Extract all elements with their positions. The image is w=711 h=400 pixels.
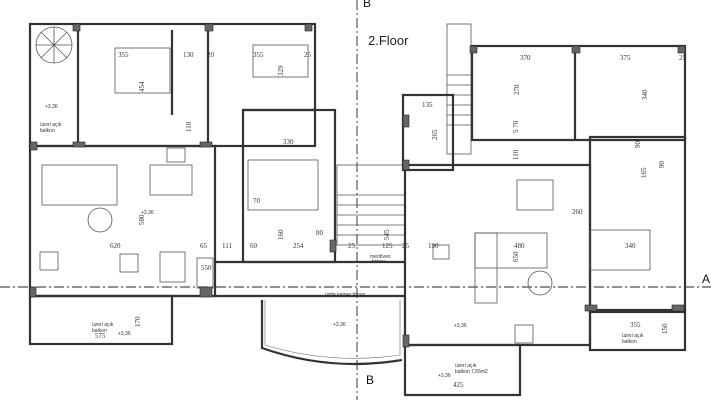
bed [247,159,319,211]
dim: 110 [185,121,193,132]
balcony-label: üzeri açık [622,333,644,339]
dim: 340 [641,89,649,100]
sofa [474,232,548,269]
dim: 65 [200,242,208,250]
dim: 355 [118,51,129,59]
dim: 425 [453,381,464,389]
dim: 150 [661,323,669,334]
dim: 125 [382,242,393,250]
dim: 650 [512,251,520,262]
dim: 254 [293,242,304,250]
dim: 375 [620,54,631,62]
dim: 355 [630,321,641,329]
room-labels: üzeri açık balkon üzeri açık balkon üzer… [40,104,644,379]
dim: 130 [183,51,194,59]
stairs [336,23,472,246]
dim: 165 [640,167,648,178]
dim: 20 [207,51,215,59]
dining-table [516,179,554,211]
dim: 25 [348,242,356,250]
dim: 70 [253,197,261,205]
dim: 90 [658,161,666,169]
floor-title: 2.Floor [368,33,409,48]
dim: 111 [222,242,232,250]
cooktop [166,147,186,163]
rug [87,207,113,233]
dim: 545 [383,229,391,240]
dim: 25 [304,51,312,59]
balcony-label: üzeri açık [455,363,477,369]
bed [114,47,171,94]
dim: 575 [95,332,106,340]
dim: 160 [277,229,285,240]
dim: 25 [402,242,410,250]
dim: 580 [138,214,146,225]
sofa [41,164,118,206]
section-marker-b-bottom: B [366,373,374,387]
dining-table [159,251,186,283]
balcony-label: balkon [622,339,637,345]
dim: 550 [201,264,212,272]
dim: 620 [110,242,121,250]
elevation-label: +3,36 [454,323,467,329]
elevation-label: +3,36 [141,210,154,216]
dim: 265 [431,129,439,140]
arch-label: üstte kemer hizası [325,292,366,298]
rug [527,270,553,296]
balcony-bottom-center [403,343,522,397]
section-marker-a: A [702,272,710,286]
dim: 454 [138,81,146,92]
dim: 355 [253,51,264,59]
dimension-labels: 355 130 20 355 25 454 329 110 330 370 37… [95,51,687,389]
bed [252,44,309,78]
elevation-label: +3,36 [45,104,58,110]
balcony-bottom-right [588,308,687,352]
dim: 370 [520,54,531,62]
dim: 25 [679,54,687,62]
elevation-label: +3,36 [118,331,131,337]
dim: 270 [513,84,521,95]
dim: 170 [134,316,142,327]
dim: 80 [316,229,324,237]
arch-balcony [264,300,401,359]
dim: 480 [514,242,525,250]
dim: 260 [572,208,583,216]
stair-label: merdiven [370,254,391,260]
stair-label: hizası [372,259,385,265]
dining-table [149,164,193,196]
dim: 329 [277,65,285,76]
right-unit [401,44,687,397]
dim: 190 [428,242,439,250]
elevation-label: +3,36 [438,373,451,379]
balcony-label: üzeri açık [40,122,62,128]
dim: 60 [250,242,258,250]
fridge [196,257,214,289]
bed [589,229,651,271]
dim: 90 [634,141,642,149]
balcony-label: balkon [40,128,55,134]
left-unit [28,22,405,366]
elevation-label: +3,36 [333,322,346,328]
dim: 330 [283,138,294,146]
cooktop [432,244,450,260]
section-marker-b-top: B [363,0,371,10]
dim: 5 70 [512,120,520,133]
balcony-label: balkon [92,328,107,334]
balcony-label: balkon 7,65m2 [455,369,488,375]
dim: 340 [625,242,636,250]
dim: 135 [422,101,433,109]
balcony-label: üzeri açık [92,322,114,328]
dim: 110 [512,149,520,160]
balcony-bottom-left [28,294,174,346]
